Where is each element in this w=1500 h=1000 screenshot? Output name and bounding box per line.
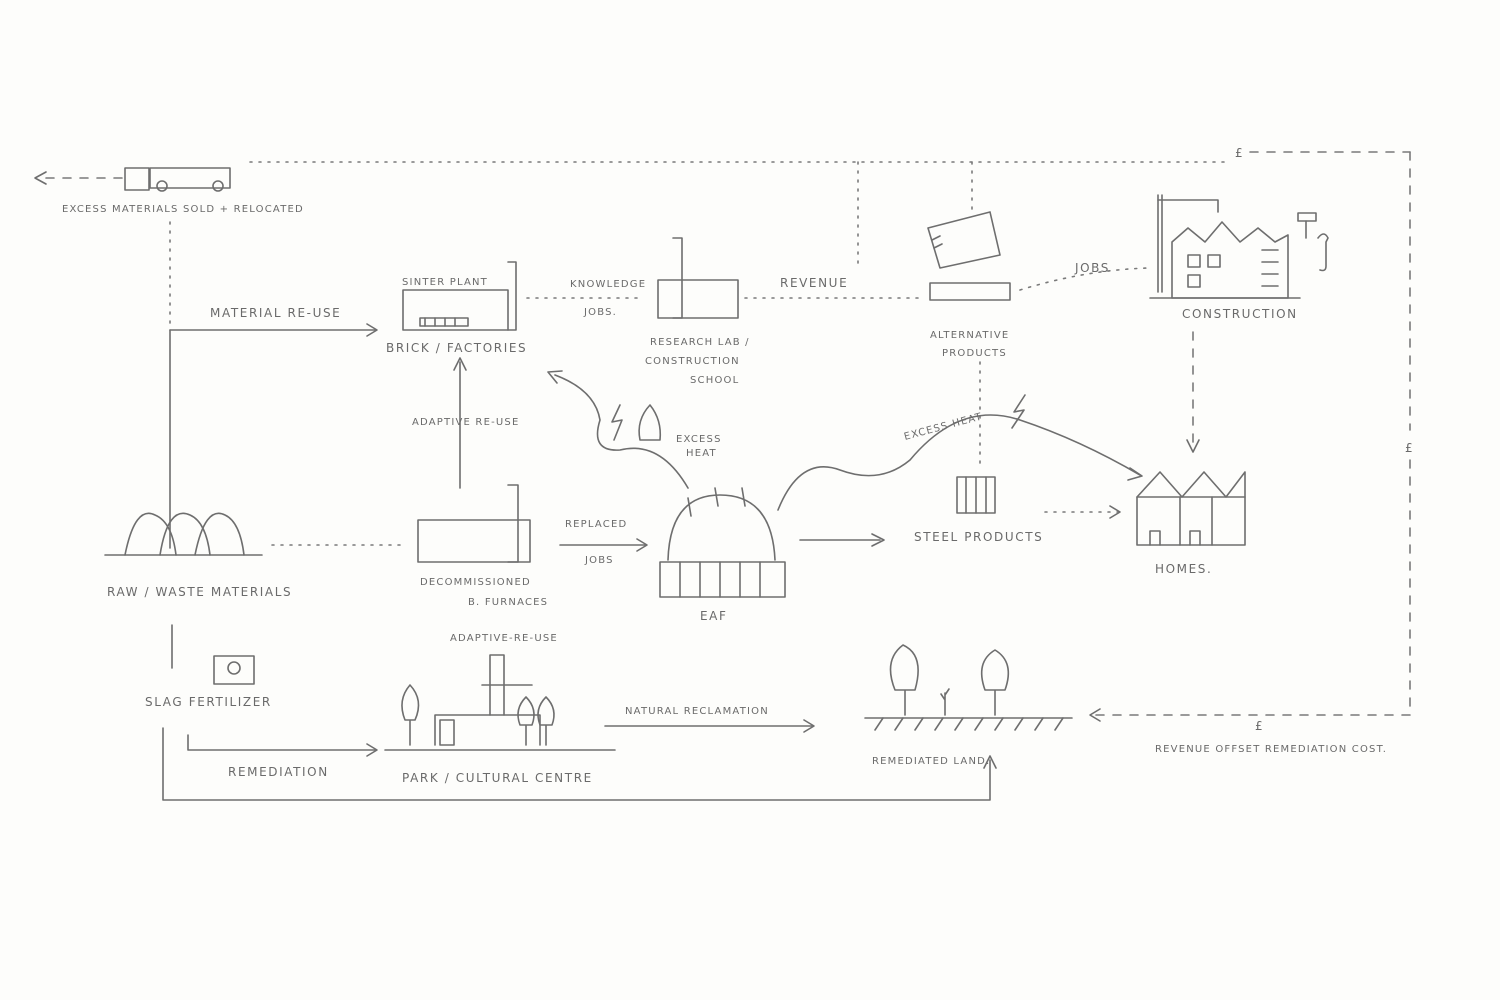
decommissioned-label-1: Decommissioned <box>420 577 531 588</box>
remediation-arrow <box>187 734 376 751</box>
steel-to-homes-arrowhead <box>1109 505 1121 519</box>
research-lab-label-1: Research lab / <box>650 337 750 348</box>
homes-drawing <box>1136 471 1246 546</box>
truck-icon <box>124 167 231 192</box>
park-cultural-drawing <box>384 654 616 751</box>
jobs-label-2: Jobs <box>1074 261 1110 275</box>
jobs-label-1: Jobs. <box>583 307 617 318</box>
steel-products-drawing <box>956 476 996 514</box>
excess-materials-arrowhead <box>34 171 47 185</box>
wrench-icon <box>1317 233 1329 272</box>
adaptive-reuse-arrowhead <box>453 357 467 371</box>
bottom-return-arrowhead <box>983 755 997 769</box>
excess-heat-label-2: Excess heat <box>903 411 984 443</box>
decommissioned-furnace-drawing <box>417 484 531 563</box>
knowledge-label: Knowledge <box>570 279 646 290</box>
lightning-icon-2 <box>1011 394 1026 429</box>
remediation-label: Remediation <box>228 765 329 779</box>
remediation-arrowhead <box>366 743 378 757</box>
research-lab-label-3: School <box>690 375 739 386</box>
flame-icon <box>638 404 662 441</box>
eaf-label: EAF <box>700 609 728 623</box>
revenue-offset-label: Revenue offset remediation cost. <box>1155 744 1387 755</box>
raw-waste-label: Raw / waste materials <box>107 585 292 599</box>
park-cultural-label: Park / cultural centre <box>402 771 593 785</box>
excess-heat-arrowhead-2 <box>1127 467 1143 481</box>
fertilizer-bag-icon <box>213 655 255 685</box>
steel-products-label: Steel products <box>914 530 1043 544</box>
bottom-return-line <box>162 727 991 801</box>
replaced-label: Replaced <box>565 519 627 530</box>
excess-materials-label: Excess materials sold + relocated <box>62 204 304 215</box>
excess-heat-curve-2 <box>777 414 1141 511</box>
raw-materials-mounds <box>104 512 263 556</box>
slag-fertilizer-label: Slag fertilizer <box>145 695 272 709</box>
alternative-products-label-2: Products <box>942 348 1007 359</box>
excess-heat-label-1a: Excess <box>676 434 722 445</box>
eaf-drawing <box>659 487 786 598</box>
sinter-plant-label: Sinter plant <box>402 277 488 288</box>
hammer-icon <box>1297 212 1317 239</box>
decommissioned-label-2: B. Furnaces <box>468 597 548 608</box>
remediated-land-label: Remediated land. <box>872 756 990 767</box>
excess-heat-curve-1 <box>554 374 689 489</box>
excess-heat-label-1b: Heat <box>686 448 717 459</box>
pound-sign-1: £ <box>1235 146 1244 160</box>
crane-icon <box>1157 194 1219 293</box>
natural-reclamation-label: Natural reclamation <box>625 706 769 717</box>
homes-label: Homes. <box>1155 562 1212 576</box>
adaptive-reuse-label-1: Adaptive re-use <box>412 417 520 428</box>
construction-label: Construction <box>1182 307 1298 321</box>
lightning-icon <box>611 404 623 441</box>
pound-sign-2: £ <box>1405 441 1414 455</box>
pound-sign-3: £ <box>1255 719 1264 733</box>
revenue-loop <box>249 151 1411 722</box>
replaced-arrowhead <box>636 538 648 552</box>
construction-to-homes-arrowhead <box>1186 439 1200 453</box>
adaptive-reuse-label-2: Adaptive-re-use <box>450 633 558 644</box>
eaf-to-steel-arrowhead <box>871 533 885 547</box>
alternative-products-label-1: Alternative <box>930 330 1009 341</box>
material-reuse-label: Material re-use <box>210 306 341 320</box>
research-lab-drawing <box>657 237 739 319</box>
natural-reclamation-arrowhead <box>803 719 815 733</box>
sinter-plant-drawing <box>402 261 517 331</box>
remediated-land-drawing <box>864 644 1073 731</box>
excess-heat-arrowhead-1 <box>547 370 563 384</box>
construction-building <box>1149 221 1301 299</box>
alternative-products-drawing <box>927 211 1011 301</box>
brick-factories-label: Brick / factories <box>386 341 527 355</box>
research-lab-label-2: Construction <box>645 356 740 367</box>
revenue-label: Revenue <box>780 276 848 290</box>
jobs-label-3: Jobs <box>584 555 614 566</box>
material-reuse-arrowhead <box>366 323 378 337</box>
